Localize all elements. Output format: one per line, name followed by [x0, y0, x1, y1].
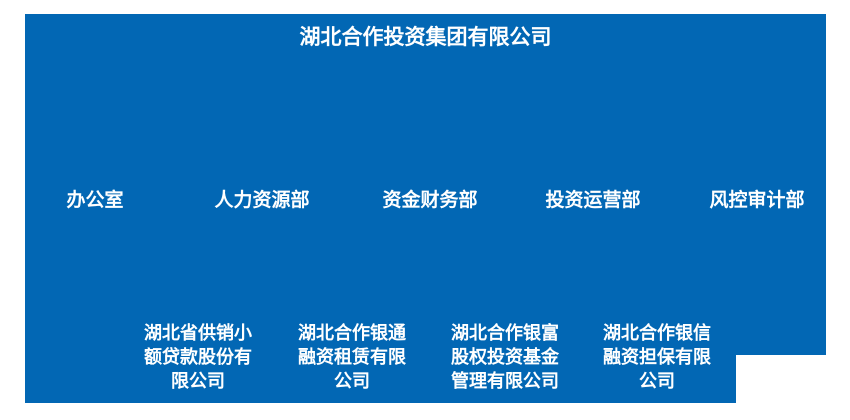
subsidiary-name-line: 湖北合作银富: [451, 323, 559, 343]
subsidiary-name-line: 管理有限公司: [451, 371, 559, 391]
subsidiary-name-line: 公司: [639, 371, 675, 391]
subsidiary-small-loan-company: 湖北省供销小 额贷款股份有 限公司: [144, 321, 252, 393]
subsidiary-name-line: 湖北合作银信: [603, 323, 711, 343]
subsidiary-name-line: 湖北合作银通: [298, 323, 406, 343]
dept-human-resources: 人力资源部: [214, 190, 310, 211]
dept-funds-finance: 资金财务部: [382, 190, 478, 211]
dept-risk-audit: 风控审计部: [709, 190, 805, 211]
subsidiary-financial-leasing-company: 湖北合作银通 融资租赁有限 公司: [298, 321, 406, 393]
subsidiary-name-line: 额贷款股份有: [144, 347, 252, 367]
subsidiary-name-line: 公司: [334, 371, 370, 391]
dept-office: 办公室: [66, 190, 124, 211]
subsidiary-name-line: 限公司: [171, 371, 225, 391]
subsidiary-name-line: 湖北省供销小: [144, 323, 252, 343]
subsidiary-name-line: 股权投资基金: [451, 347, 559, 367]
org-chart-panel: 湖北合作投资集团有限公司 办公室 人力资源部 资金财务部 投资运营部 风控审计部…: [25, 14, 826, 403]
subsidiary-equity-fund-company: 湖北合作银富 股权投资基金 管理有限公司: [451, 321, 559, 393]
company-title: 湖北合作投资集团有限公司: [299, 26, 552, 49]
subsidiary-name-line: 融资担保有限: [603, 347, 711, 367]
dept-investment-operations: 投资运营部: [545, 190, 641, 211]
subsidiary-financing-guarantee-company: 湖北合作银信 融资担保有限 公司: [603, 321, 711, 393]
corner-cutout: [736, 355, 850, 420]
subsidiary-name-line: 融资租赁有限: [298, 347, 406, 367]
